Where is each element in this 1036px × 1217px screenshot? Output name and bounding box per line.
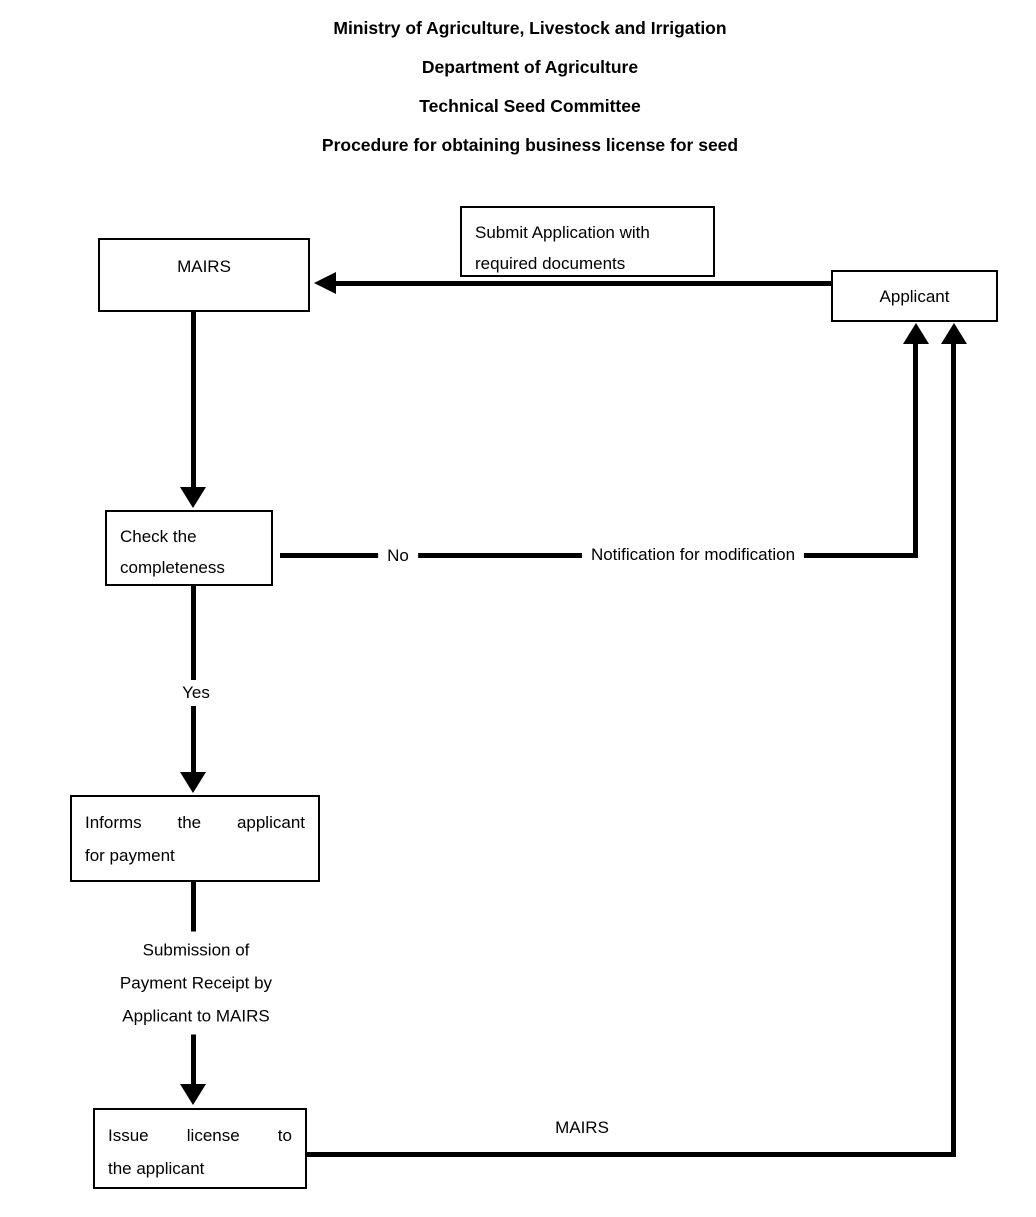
node-check-completeness-line1: Check the <box>120 527 197 546</box>
edge-label-no: No <box>378 543 418 569</box>
title-line-ministry: Ministry of Agriculture, Livestock and I… <box>333 18 727 38</box>
node-issue-license-line2: the applicant <box>108 1159 205 1178</box>
node-check-completeness-line2: completeness <box>120 558 225 577</box>
edge-label-submission-line1: Submission of <box>142 940 250 960</box>
node-applicant: Applicant <box>831 270 998 322</box>
edge-notification-up-line <box>913 338 918 558</box>
edge-issue-return-up-line <box>951 338 956 1157</box>
edge-label-submission-line3: Applicant to MAIRS <box>122 1006 270 1026</box>
edge-label-yes: Yes <box>173 680 219 706</box>
edge-label-notification: Notification for modification <box>581 542 805 568</box>
arrowhead-down-icon <box>180 772 206 793</box>
edge-applicant-to-mairs-line <box>330 281 831 286</box>
arrowhead-left-icon <box>314 272 336 294</box>
arrowhead-down-icon <box>180 487 206 508</box>
title-block: Ministry of Agriculture, Livestock and I… <box>24 9 1036 165</box>
edge-mairs-to-check-line <box>191 312 196 492</box>
node-issue-license-line1: Issue license to <box>108 1126 292 1145</box>
node-submit-application: Submit Application with required documen… <box>460 206 715 277</box>
node-mairs-label: MAIRS <box>177 257 231 276</box>
title-line-department: Department of Agriculture <box>421 57 639 77</box>
arrowhead-down-icon <box>180 1084 206 1105</box>
node-mairs: MAIRS <box>98 238 310 312</box>
edge-label-mairs-return: MAIRS <box>555 1118 609 1137</box>
edge-issue-return-bottom-line <box>305 1152 956 1157</box>
node-informs-payment: Informs the applicant for payment <box>70 795 320 882</box>
node-check-completeness: Check the completeness <box>105 510 273 586</box>
arrowhead-up-icon <box>903 323 929 344</box>
arrowhead-up-icon <box>941 323 967 344</box>
node-applicant-label: Applicant <box>879 286 950 306</box>
node-submit-application-line2: required documents <box>475 254 626 273</box>
title-line-procedure: Procedure for obtaining business license… <box>321 135 739 155</box>
title-line-committee: Technical Seed Committee <box>419 96 641 116</box>
edge-label-submission-line2: Payment Receipt by <box>119 973 273 993</box>
edge-label-submission: Submission of Payment Receipt by Applica… <box>110 931 282 1035</box>
node-informs-payment-line2: for payment <box>85 846 175 865</box>
node-submit-application-line1: Submit Application with <box>475 223 650 242</box>
node-informs-payment-line1: Informs the applicant <box>85 813 305 832</box>
node-issue-license: Issue license to the applicant <box>93 1108 307 1189</box>
